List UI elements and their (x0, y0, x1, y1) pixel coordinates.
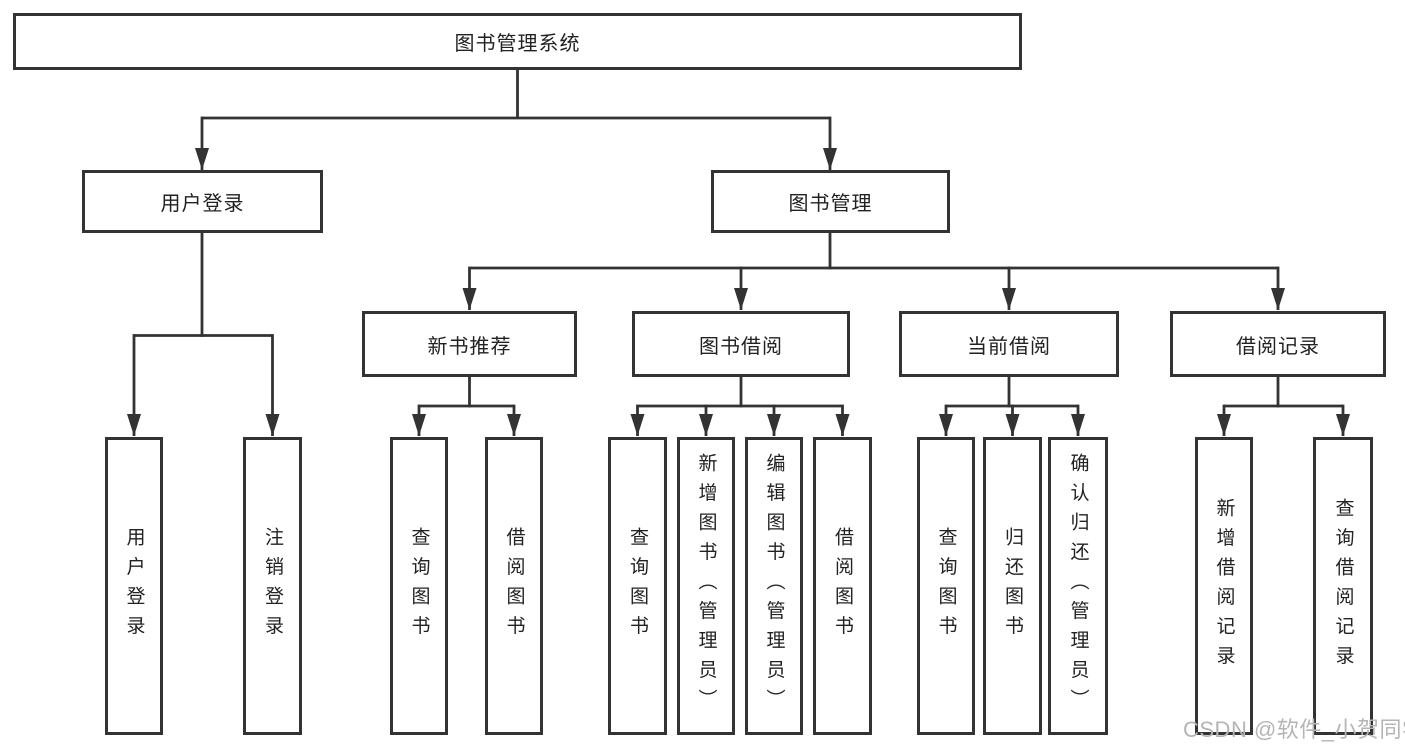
root-node-library-management-system: 图书管理系统 (13, 13, 1022, 70)
node-user-login: 用户登录 (82, 170, 323, 233)
node-new-book-recommendation: 新书推荐 (362, 311, 577, 377)
leaf-edit-books-admin: 编辑图书（管理员） (745, 437, 803, 735)
node-current-borrowing: 当前借阅 (899, 311, 1119, 377)
leaf-query-books-current: 查询图书 (917, 437, 975, 735)
leaf-add-borrow-record: 新增借阅记录 (1195, 437, 1253, 735)
node-borrowing-records: 借阅记录 (1170, 311, 1386, 377)
leaf-return-books: 归还图书 (983, 437, 1042, 735)
leaf-borrow-books-recommend: 借阅图书 (485, 437, 543, 735)
leaf-logout: 注销登录 (243, 437, 302, 735)
leaf-query-borrow-record: 查询借阅记录 (1313, 437, 1373, 735)
leaf-query-books-recommend: 查询图书 (390, 437, 448, 735)
csdn-watermark: CSDN @软件_小贺同学 (1183, 717, 1405, 742)
node-book-management: 图书管理 (711, 170, 950, 233)
leaf-add-books-admin: 新增图书（管理员） (677, 437, 735, 735)
leaf-confirm-return-admin: 确认归还（管理员） (1048, 437, 1108, 735)
leaf-user-login: 用户登录 (105, 437, 163, 735)
leaf-borrow-books-borrowing: 借阅图书 (813, 437, 872, 735)
node-book-borrowing: 图书借阅 (632, 311, 850, 377)
leaf-query-books-borrowing: 查询图书 (608, 437, 667, 735)
